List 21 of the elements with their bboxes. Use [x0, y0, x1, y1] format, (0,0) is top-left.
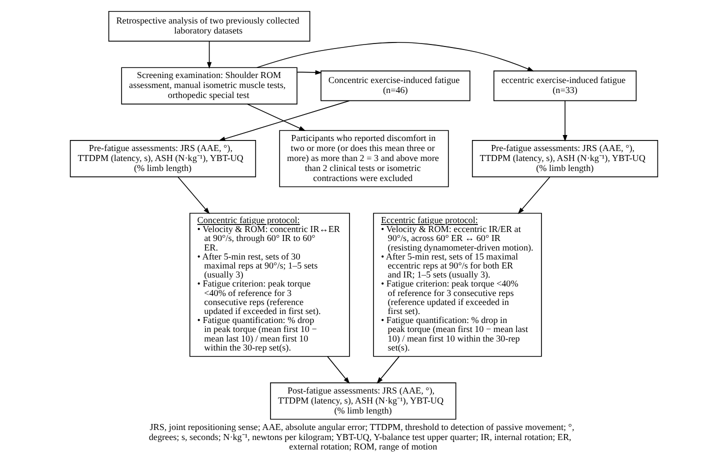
- arrow: [326, 356, 350, 384]
- arrow: [517, 176, 550, 214]
- arrow: [246, 104, 306, 131]
- arrow: [177, 176, 210, 214]
- node-box: Pre-fatigue assessments: JRS (AAE, °), TTDPM (latency, s), ASH (N·kg⁻¹), YBT-UQ (% limb length): [69, 140, 256, 178]
- node-box: Post-fatigue assessments: JRS (AAE, °), TTDPM (latency, s), ASH (N·kg⁻¹), YBT-UQ (% limb length): [270, 382, 456, 420]
- node-box: Screening examination: Shoulder ROM assessment, manual isometric muscle tests, orthopedic special test: [120, 67, 297, 104]
- node-box: Concentric fatigue protocol: • Velocity & ROM: concentric IR↔ER at 90°/s, through 60° IR to 60° ER. • After 5-min rest, sets of 30 maximal reps at 90°/s; 1–5 sets (usually 3) • Fatigue criterion: peak torque <40% of reference for 3 consecutive reps (reference updated if exceeded in first set). • Fatigue quantification: % drop in peak torque (mean first 10 − mean last 10) / mean first 10 within the 30-rep set(s).: [188, 212, 350, 357]
- node-box: Concentric exercise-induced fatigue (n=46): [320, 70, 470, 102]
- arrow: [376, 356, 399, 384]
- node-box: Participants who reported discomfort in two or more (or does this mean three or more) as more than 2 = 3 and above more than 2 clinical tests or isometric contractions were excluded: [278, 130, 448, 188]
- arrow: [562, 100, 567, 142]
- arrow: [256, 42, 534, 72]
- arrow: [296, 70, 322, 75]
- node-box: Eccentric fatigue protocol: • Velocity & ROM: eccentric IR/ER at 90°/s, across 60° ER ↔ 60° IR (resisting dynamometer-driven motion). • After 5-min rest, sets of 15 maximal eccentric reps at 90°/s for both ER and IR; 1–5 sets (usually 3). • Fatigue criterion: peak torque <40% of reference for 3 consecutive reps (reference updated if exceeded in first set). • Fatigue quantification: % drop in peak torque (mean first 10 − mean last 10) / mean first 10 within the 30-rep set(s).: [372, 212, 542, 357]
- node-box: Retrospective analysis of two previously collected laboratory datasets: [108, 10, 310, 42]
- arrow: [206, 40, 212, 69]
- node-box: eccentric exercise-induced fatigue (n=33): [492, 70, 636, 102]
- arrow: [218, 100, 350, 142]
- node-box: Pre-fatigue assessments: JRS (AAE, °), TTDPM (latency, s), ASH (N·kg⁻¹), YBT-UQ (% limb length): [471, 140, 658, 178]
- caption: JRS, joint repositioning sense; AAE, absolute angular error; TTDPM, threshold to detection of passive movement; °, degrees; s, seconds; N·kg⁻¹, newtons per kilogram; YBT-UQ, Y-balance test upper quarter; IR, internal rotation; ER, external rotation; ROM, range of motion: [148, 422, 574, 452]
